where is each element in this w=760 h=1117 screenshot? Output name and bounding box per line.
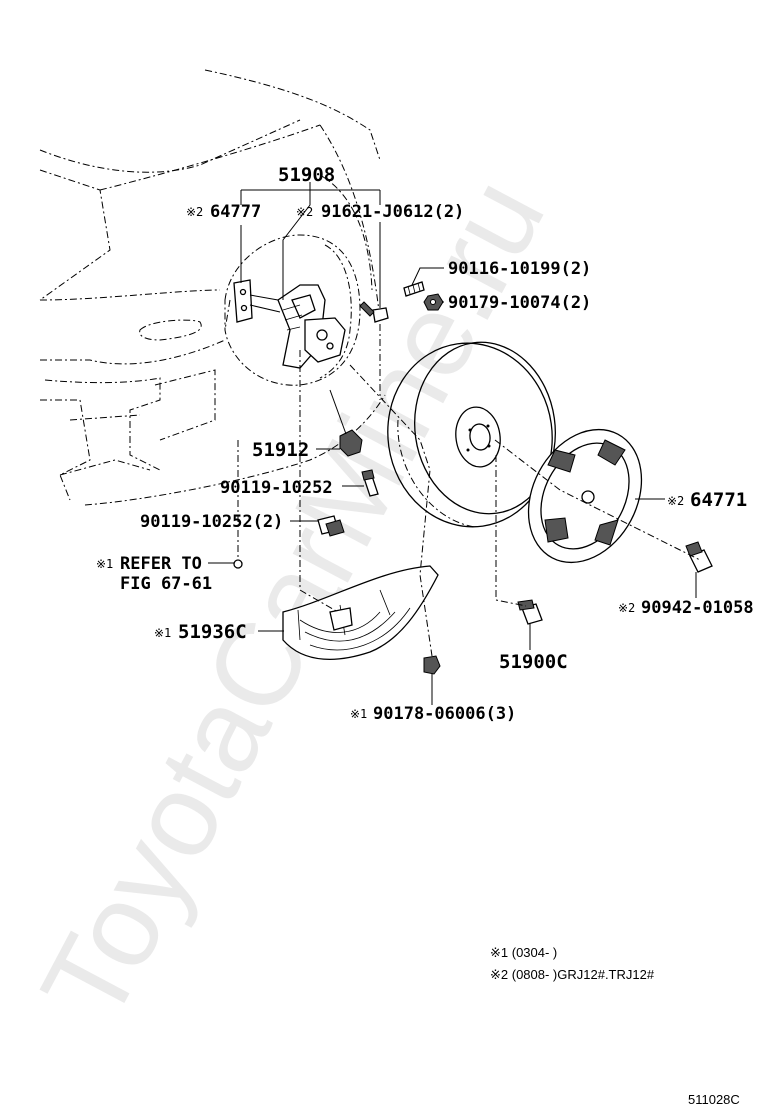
label-51912: 51912	[252, 439, 309, 461]
diagram-id: 511028C	[688, 1092, 740, 1107]
mark-64771: ※2	[667, 494, 684, 508]
spare-tire-cover	[527, 428, 643, 564]
label-64771: 64771	[690, 489, 747, 511]
label-91621: 91621-J0612(2)	[321, 202, 464, 222]
mark-90942: ※2	[618, 601, 635, 615]
mark-refer: ※1	[96, 557, 113, 571]
leader-lines	[208, 182, 701, 705]
refer-line1: REFER TO	[120, 554, 202, 574]
hanger-51900c	[517, 599, 543, 625]
note-2: ※2 (0808- )GRJ12#.TRJ12#	[490, 967, 655, 982]
heat-shield-51936c	[282, 565, 439, 660]
bolt-90119-a	[361, 469, 379, 497]
bolt-91621	[359, 301, 389, 323]
spare-tire-carrier-bracket	[277, 284, 346, 369]
label-51908: 51908	[278, 164, 335, 186]
label-64777: 64777	[210, 202, 261, 222]
bolt-refer	[233, 559, 243, 569]
label-51900c: 51900C	[499, 651, 568, 673]
label-90119-a: 90119-10252	[220, 478, 333, 498]
label-51936c: 51936C	[178, 621, 247, 643]
mark-90178: ※1	[350, 707, 367, 721]
nut-90942	[685, 541, 713, 573]
applicability-notes: ※1 (0304- ) ※2 (0808- )GRJ12#.TRJ12#	[490, 945, 655, 982]
label-90179: 90179-10074(2)	[448, 293, 591, 313]
nut-90178	[423, 655, 441, 675]
part-labels: 51908 ※2 64777 ※2 91621-J0612(2) 90116-1…	[96, 164, 754, 724]
label-90116: 90116-10199(2)	[448, 259, 591, 279]
cap-51912	[329, 389, 363, 457]
bolt-90119-b	[317, 515, 345, 537]
label-90119-b: 90119-10252(2)	[140, 512, 283, 532]
label-90942: 90942-01058	[641, 598, 754, 618]
mark-64777: ※2	[186, 205, 203, 219]
refer-line2: FIG 67-61	[120, 574, 212, 594]
bracket-plate-64777	[233, 279, 281, 323]
vehicle-rear-outline	[39, 69, 386, 506]
spare-tire	[387, 341, 556, 528]
label-90178: 90178-06006(3)	[373, 704, 516, 724]
note-1: ※1 (0304- )	[490, 945, 557, 960]
mark-51936c: ※1	[154, 626, 171, 640]
mark-91621: ※2	[296, 205, 313, 219]
nut-90179	[423, 293, 444, 311]
bolt-90116	[403, 281, 425, 297]
